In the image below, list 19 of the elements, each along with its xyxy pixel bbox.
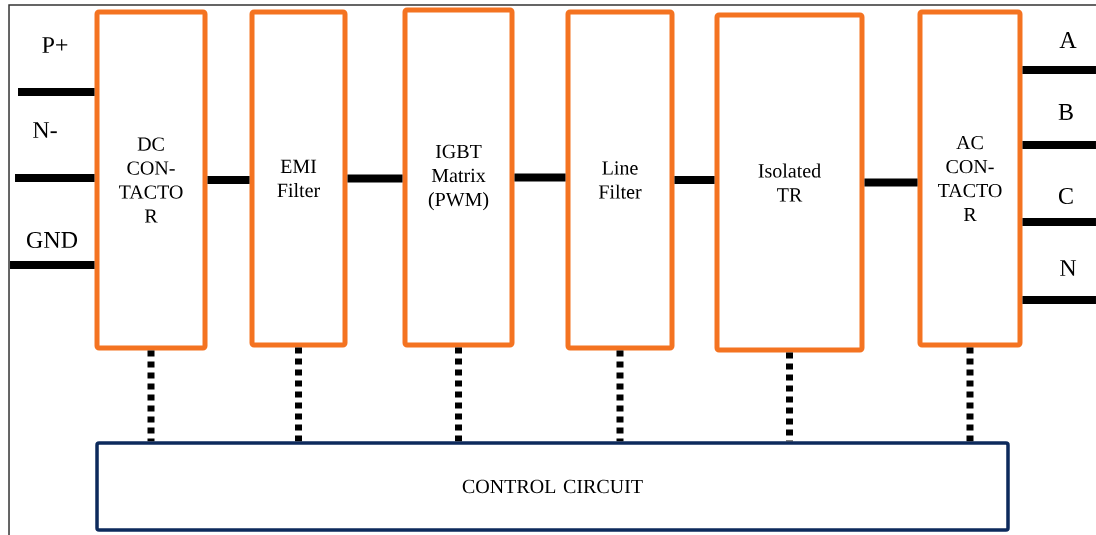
terminal-label: A (1058, 31, 1078, 49)
terminal-label: C (1057, 186, 1075, 206)
terminal-label: GND (25, 230, 79, 250)
terminal-label: N (1058, 259, 1078, 277)
signal-line (455, 347, 462, 442)
block-box: IGBT Matrix (PWM) (402, 7, 515, 348)
signal-line (966, 347, 974, 442)
block-box: Line Filter (565, 9, 675, 351)
terminal-label: P+ (40, 36, 70, 54)
terminal-label: N- (31, 121, 59, 139)
signal-line (295, 347, 302, 442)
block-box: AC CON- TACTO R (917, 9, 1023, 348)
signal-line (147, 350, 155, 442)
block-box: Isolated TR (714, 12, 865, 353)
control-box: CONTROL CIRCUIT (95, 441, 1010, 532)
block-box: EMI Filter (249, 9, 348, 348)
block-box: DC CON- TACTO R (94, 9, 208, 351)
terminal-label: B (1057, 103, 1075, 121)
signal-line (616, 350, 624, 442)
